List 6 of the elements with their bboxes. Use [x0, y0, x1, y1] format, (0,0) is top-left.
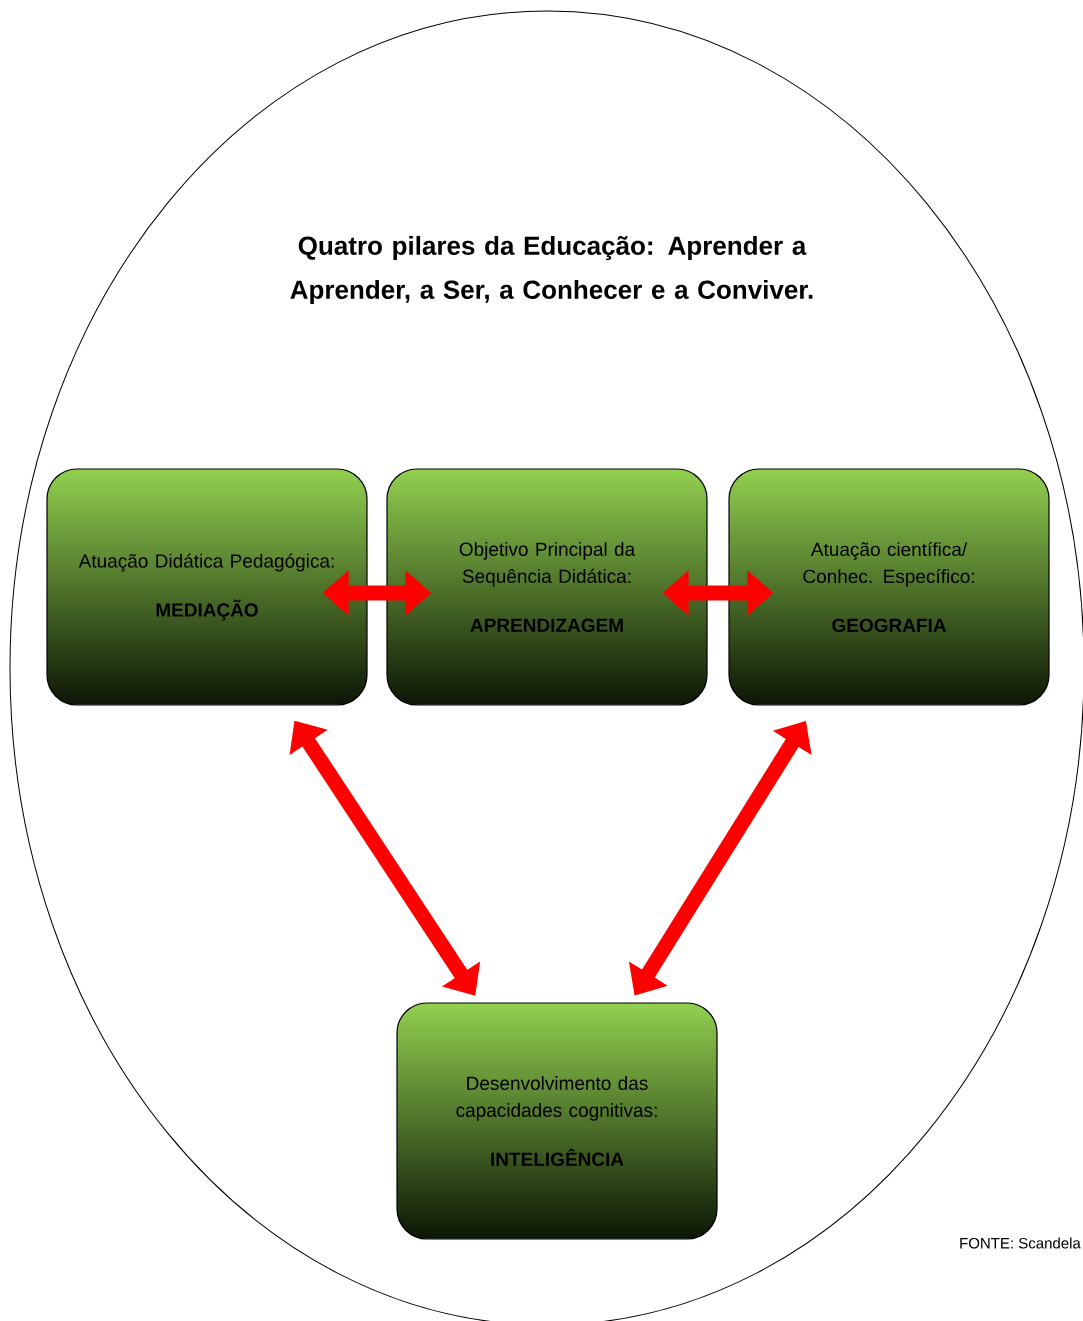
process-box: Atuação Didática Pedagógica: MEDIAÇÃO	[46, 468, 368, 706]
process-box: Desenvolvimento das capacidades cognitivas: INTELIGÊNCIA	[396, 1002, 718, 1240]
process-box: Atuação científica/ Conhec. Específico: GEOGRAFIA	[728, 468, 1050, 706]
title: Quatro pilares da Educação: Aprender a Aprender, a Ser, a Conhecer e a Conviver.	[290, 235, 813, 305]
source-note: FONTE: Scandela	[960, 1237, 1081, 1249]
process-box: Objetivo Principal da Sequência Didática: APRENDIZAGEM	[386, 468, 708, 706]
